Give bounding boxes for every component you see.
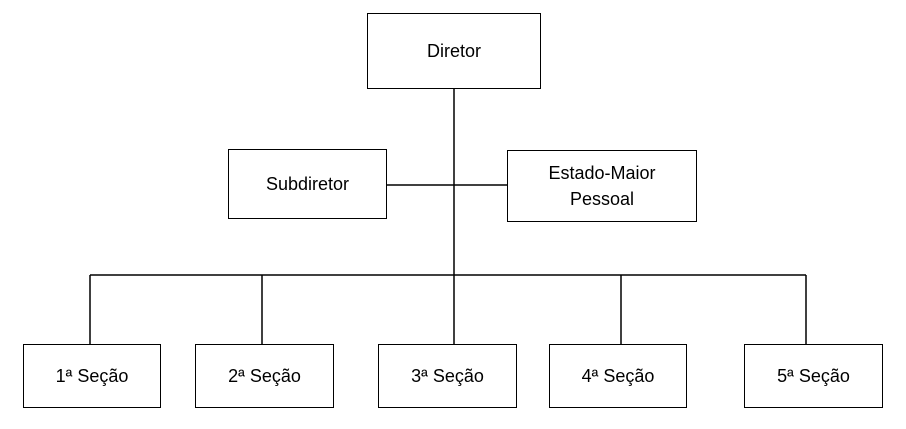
section-box-2: 2ª Seção xyxy=(195,344,334,408)
section-box-5: 5ª Seção xyxy=(744,344,883,408)
staff-box: Estado-Maior Pessoal xyxy=(507,150,697,222)
subdirector-label: Subdiretor xyxy=(265,174,350,194)
director-box: Diretor xyxy=(367,13,541,89)
section-box-4: 4ª Seção xyxy=(549,344,687,408)
staff-label-line1: Estado-Maior xyxy=(548,163,656,183)
section-box-1: 1ª Seção xyxy=(23,344,161,408)
section-label-3: 3ª Seção xyxy=(411,366,484,386)
section-label-4: 4ª Seção xyxy=(581,366,655,386)
staff-label-line2: Pessoal xyxy=(569,189,635,209)
subdirector-box: Subdiretor xyxy=(228,149,387,219)
section-label-1: 1ª Seção xyxy=(55,366,129,386)
section-label-5: 5ª Seção xyxy=(777,366,850,386)
section-label-2: 2ª Seção xyxy=(228,366,301,386)
section-box-3: 3ª Seção xyxy=(378,344,517,408)
director-label: Diretor xyxy=(426,41,481,61)
